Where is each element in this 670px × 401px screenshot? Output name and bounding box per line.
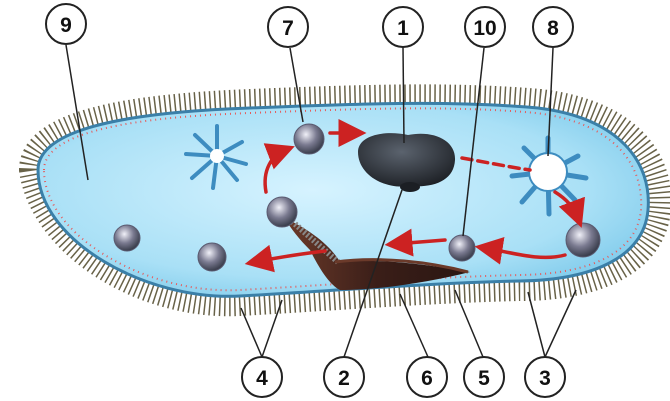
callout-label: 2 [338,367,350,390]
micronucleus [400,182,420,192]
callout-5: 5 [464,357,504,397]
callout-9: 9 [46,4,86,44]
food-vacuole [267,197,297,227]
callout-10: 10 [465,7,505,47]
callout-label: 6 [421,367,433,390]
callout-7: 7 [268,7,308,47]
callout-4: 4 [242,357,282,397]
callout-label: 3 [539,367,551,390]
callout-label: 1 [397,17,409,40]
callout-8: 8 [533,7,573,47]
callout-6: 6 [407,357,447,397]
callout-label: 8 [547,17,559,40]
food-vacuole [114,225,140,251]
callout-label: 10 [473,17,496,40]
callout-label: 7 [282,17,294,40]
food-vacuole [566,223,600,257]
callout-label: 4 [256,367,268,390]
callout-2: 2 [324,357,364,397]
callout-1: 1 [383,7,423,47]
food-vacuole [198,243,226,271]
food-vacuole [449,235,475,261]
food-vacuole [294,124,324,154]
callout-label: 9 [60,14,72,37]
callout-label: 5 [478,367,490,390]
callout-3: 3 [525,357,565,397]
